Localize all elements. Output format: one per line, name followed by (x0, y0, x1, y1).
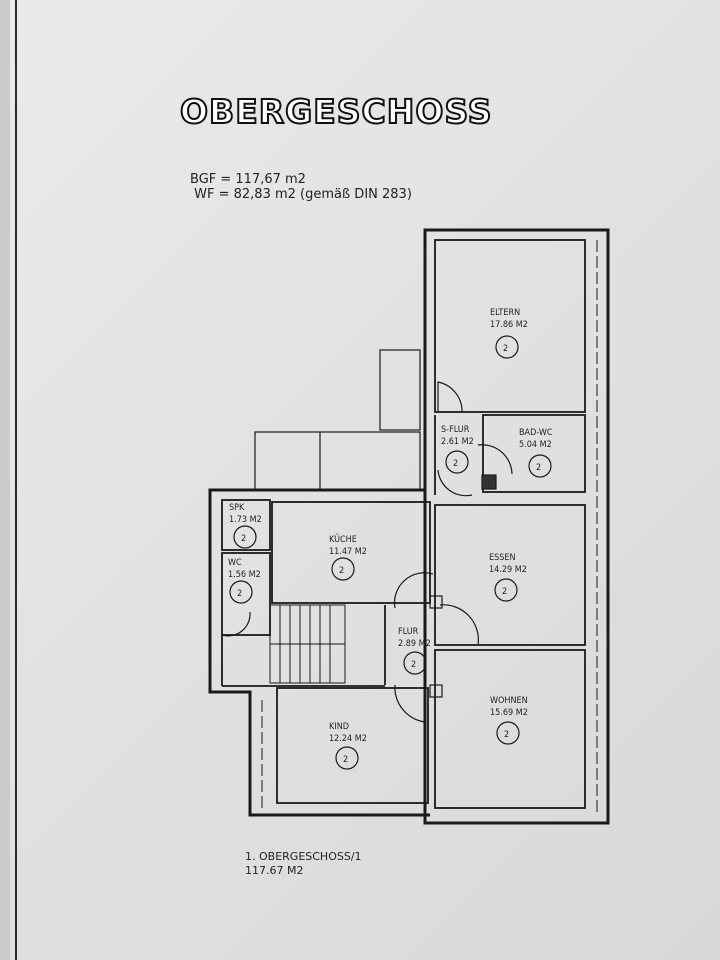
page-title: OBERGESCHOSS (179, 91, 493, 132)
page-edge-shadow (0, 0, 10, 960)
room-eltern: ELTERN 17.86 M2 2 (490, 308, 528, 359)
svg-text:2: 2 (504, 730, 509, 740)
inner-walls (221, 239, 598, 815)
svg-text:2: 2 (503, 344, 508, 354)
page-edge (15, 0, 17, 960)
room-kueche: KÜCHE 11.47 M2 2 (329, 534, 367, 581)
svg-text:2.89 M2: 2.89 M2 (398, 639, 431, 649)
svg-text:11.47 M2: 11.47 M2 (329, 547, 367, 557)
room-s-flur: S-FLUR 2.61 M2 2 (441, 425, 474, 474)
room-bad-wc: BAD-WC 5.04 M2 2 (519, 428, 553, 478)
svg-text:S-FLUR: S-FLUR (441, 425, 470, 435)
svg-text:2: 2 (241, 534, 246, 544)
room-spk: SPK 1.73 M2 2 (229, 503, 262, 549)
svg-text:2: 2 (237, 589, 242, 599)
room-flur: FLUR 2.89 M2 2 (398, 627, 431, 675)
svg-text:17.86 M2: 17.86 M2 (490, 320, 528, 330)
svg-text:WC: WC (228, 558, 242, 568)
svg-text:ELTERN: ELTERN (490, 308, 520, 318)
svg-text:1.56 M2: 1.56 M2 (228, 570, 261, 580)
svg-text:12.24 M2: 12.24 M2 (329, 734, 367, 744)
svg-text:2: 2 (536, 463, 541, 473)
svg-text:2: 2 (502, 587, 507, 597)
svg-text:ESSEN: ESSEN (489, 553, 516, 563)
svg-text:KÜCHE: KÜCHE (329, 534, 357, 545)
footer-floor-label: 1. OBERGESCHOSS/1 (245, 850, 362, 863)
wf-text: WF = 82,83 m2 (gemäß DIN 283) (190, 187, 412, 202)
room-kind: KIND 12.24 M2 2 (329, 722, 367, 770)
walls (208, 228, 610, 825)
staircase (269, 604, 346, 684)
svg-text:2: 2 (411, 660, 416, 670)
area-summary: BGF = 117,67 m2 WF = 82,83 m2 (gemäß DIN… (190, 172, 412, 202)
svg-text:SPK: SPK (229, 503, 245, 513)
svg-text:5.04 M2: 5.04 M2 (519, 440, 552, 450)
plan-footer: 1. OBERGESCHOSS/1 117.67 M2 (245, 850, 362, 878)
svg-text:FLUR: FLUR (398, 627, 419, 637)
svg-text:2.61 M2: 2.61 M2 (441, 437, 474, 447)
svg-text:WOHNEN: WOHNEN (490, 696, 528, 706)
room-wc: WC 1.56 M2 2 (228, 558, 261, 604)
svg-text:14.29 M2: 14.29 M2 (489, 565, 527, 575)
bgf-text: BGF = 117,67 m2 (190, 172, 306, 187)
svg-text:KIND: KIND (329, 722, 349, 732)
door-swings (221, 381, 513, 723)
svg-text:2: 2 (343, 755, 348, 765)
room-essen: ESSEN 14.29 M2 2 (489, 553, 527, 602)
footer-area: 117.67 M2 (245, 864, 304, 877)
svg-text:BAD-WC: BAD-WC (519, 428, 553, 438)
svg-text:1.73 M2: 1.73 M2 (229, 515, 262, 525)
svg-text:15.69 M2: 15.69 M2 (490, 708, 528, 718)
svg-text:2: 2 (339, 566, 344, 576)
room-wohnen: WOHNEN 15.69 M2 2 (490, 696, 528, 745)
svg-text:2: 2 (453, 459, 458, 469)
